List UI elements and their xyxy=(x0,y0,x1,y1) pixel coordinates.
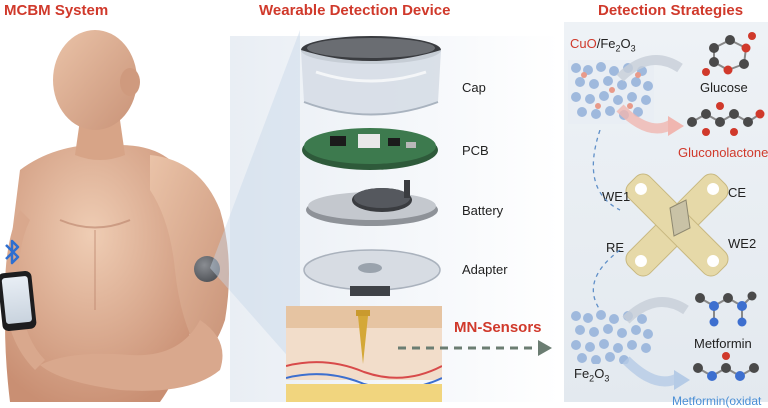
cuo-fe2o3-label: CuO/Fe2O3 xyxy=(570,36,636,54)
adapter-illustration xyxy=(303,249,441,296)
mcbm-system-title: MCBM System xyxy=(4,2,109,19)
human-figure xyxy=(5,30,229,402)
re-label: RE xyxy=(606,240,625,255)
phone-screen xyxy=(1,275,33,325)
curved-arrow-bottom-icon xyxy=(622,297,690,390)
detection-strategies-title: Detection Strategies xyxy=(598,2,744,19)
glucose-label: Glucose xyxy=(700,80,748,95)
cap-illustration xyxy=(301,36,441,116)
glucose-molecule xyxy=(702,32,756,76)
metformin-oxidized-molecule xyxy=(693,352,759,381)
battery-label: Battery xyxy=(462,203,504,218)
ce-label: CE xyxy=(728,185,747,200)
pcb-label: PCB xyxy=(462,143,489,158)
arrow-right-icon xyxy=(398,340,552,356)
mn-sensors-skin-section xyxy=(286,306,442,402)
fe2o3-label: Fe2O3 xyxy=(574,366,610,384)
we1-label: WE1 xyxy=(602,189,631,204)
curved-arrow-icon xyxy=(616,55,684,136)
smartphone xyxy=(0,270,37,332)
battery-illustration xyxy=(306,180,438,226)
bluetooth-icon xyxy=(5,239,20,265)
cap-label: Cap xyxy=(462,80,486,95)
mn-sensors-label: MN-Sensors xyxy=(454,319,542,336)
wearable-device-title: Wearable Detection Device xyxy=(259,2,451,19)
we2-label: WE2 xyxy=(728,236,757,251)
dashed-guide-lines xyxy=(592,130,621,311)
projection-beam xyxy=(210,30,300,370)
metformin-molecule xyxy=(695,291,757,327)
adapter-label: Adapter xyxy=(462,262,508,277)
gluconolactone-label: Gluconolactone xyxy=(678,145,768,160)
pcb-illustration xyxy=(302,128,438,170)
arm-wearable-device xyxy=(194,256,220,282)
metformin-label: Metformin xyxy=(694,336,752,351)
metformin-oxidation-label: Metformin(oxidat xyxy=(672,394,762,408)
gluconolactone-molecule xyxy=(687,102,765,136)
electrode-cross xyxy=(625,173,729,277)
